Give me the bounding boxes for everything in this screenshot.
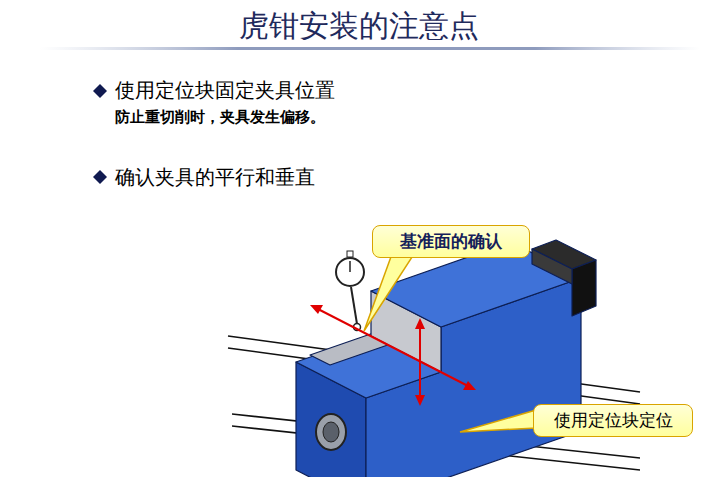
slide-title: 虎钳安装的注意点	[0, 6, 718, 47]
vise-screw	[316, 414, 346, 450]
callout-box: 基准面的确认	[372, 225, 530, 258]
dial-indicator	[336, 258, 364, 286]
vertical-arrow	[419, 326, 421, 398]
arrow-head	[463, 381, 476, 390]
callout-tail	[364, 254, 414, 331]
indicator-stem	[351, 287, 357, 324]
bullet-text: 确认夹具的平行和垂直	[115, 164, 315, 191]
bullet-diamond	[93, 170, 107, 184]
bullet-diamond	[93, 84, 107, 98]
handle-block-side	[572, 260, 596, 316]
arrow-head	[310, 305, 323, 314]
vise-screw	[323, 422, 339, 442]
indicator-knob	[347, 251, 353, 257]
callout-box: 使用定位块定位	[533, 404, 693, 437]
bullet-text: 使用定位块固定夹具位置	[115, 77, 335, 104]
callout-tail	[460, 410, 536, 432]
callout-text: 基准面的确认	[400, 230, 502, 253]
note-text: 防止重切削时，夹具发生偏移。	[115, 108, 325, 127]
arrow-head	[415, 318, 425, 329]
parallel-arrow	[316, 308, 470, 387]
indicator-needle	[349, 261, 351, 272]
arrow-head	[415, 395, 425, 406]
handle-block-front	[532, 249, 572, 284]
callout-text: 使用定位块定位	[554, 409, 673, 432]
title-rule	[40, 47, 700, 50]
